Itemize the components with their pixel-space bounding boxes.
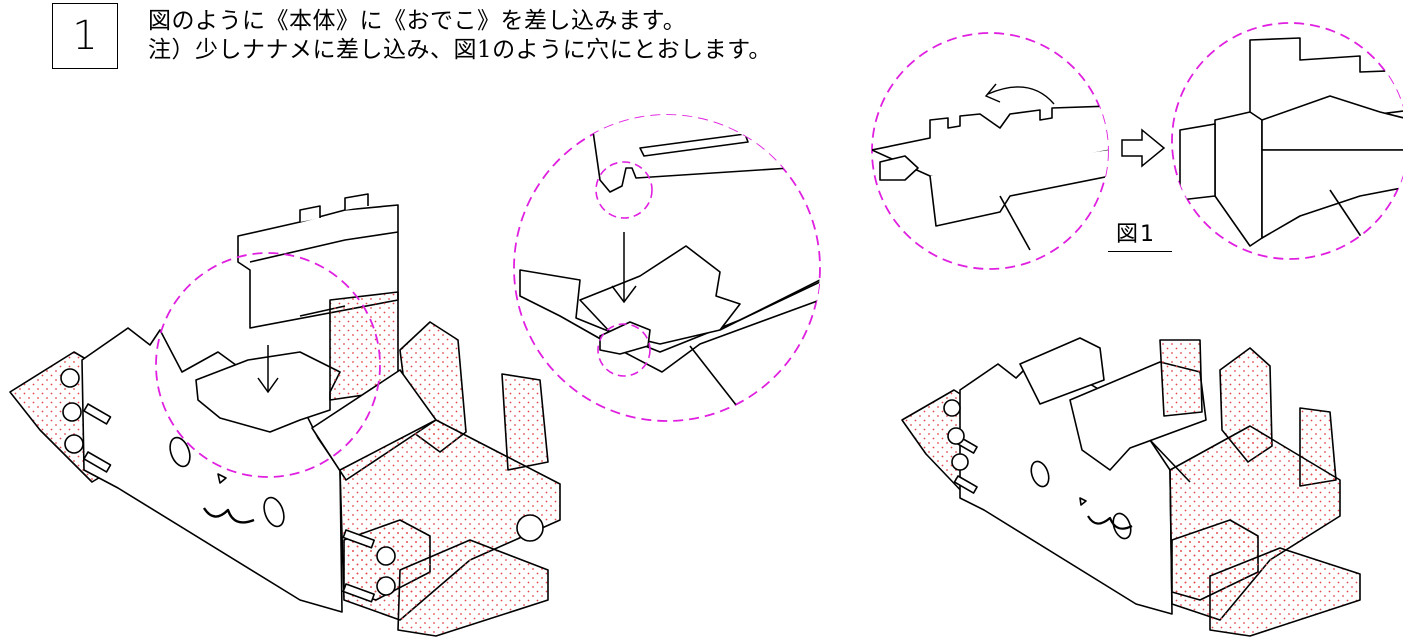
nose	[217, 473, 227, 484]
face-slots	[60, 368, 112, 473]
instruction-line-2: 注）少しナナメに差し込み、図1のように穴にとおします。	[148, 37, 772, 63]
step-number: 1	[72, 13, 98, 59]
right-eye	[263, 496, 285, 528]
figure1-after-circle	[1171, 22, 1403, 260]
upright-post	[501, 373, 549, 471]
figure-label-underline	[1108, 251, 1172, 252]
hole-highlight-bottom	[597, 323, 651, 377]
zoom-detail	[519, 115, 820, 411]
arrow-down-icon	[611, 232, 637, 304]
arrow-down-icon	[257, 345, 279, 394]
instruction-line-1: 図のように《本体》に《おでこ》を差し込みます。	[148, 8, 687, 34]
figure1-after	[1179, 37, 1403, 251]
rotate-arrow-icon	[984, 83, 1055, 105]
left-assembly	[9, 193, 561, 637]
lower-tab-right	[397, 539, 549, 637]
step-number-box: 1	[52, 3, 118, 69]
figure1-before	[872, 105, 1108, 251]
figure-label: 図1	[1116, 222, 1156, 247]
callout-circle-small	[155, 252, 381, 478]
right-assembly	[901, 337, 1361, 637]
left-eye	[169, 436, 191, 468]
arrow-right-icon	[1121, 128, 1166, 168]
mouth	[202, 507, 255, 524]
hole-highlight-top	[595, 161, 653, 219]
side-slots	[342, 514, 544, 603]
